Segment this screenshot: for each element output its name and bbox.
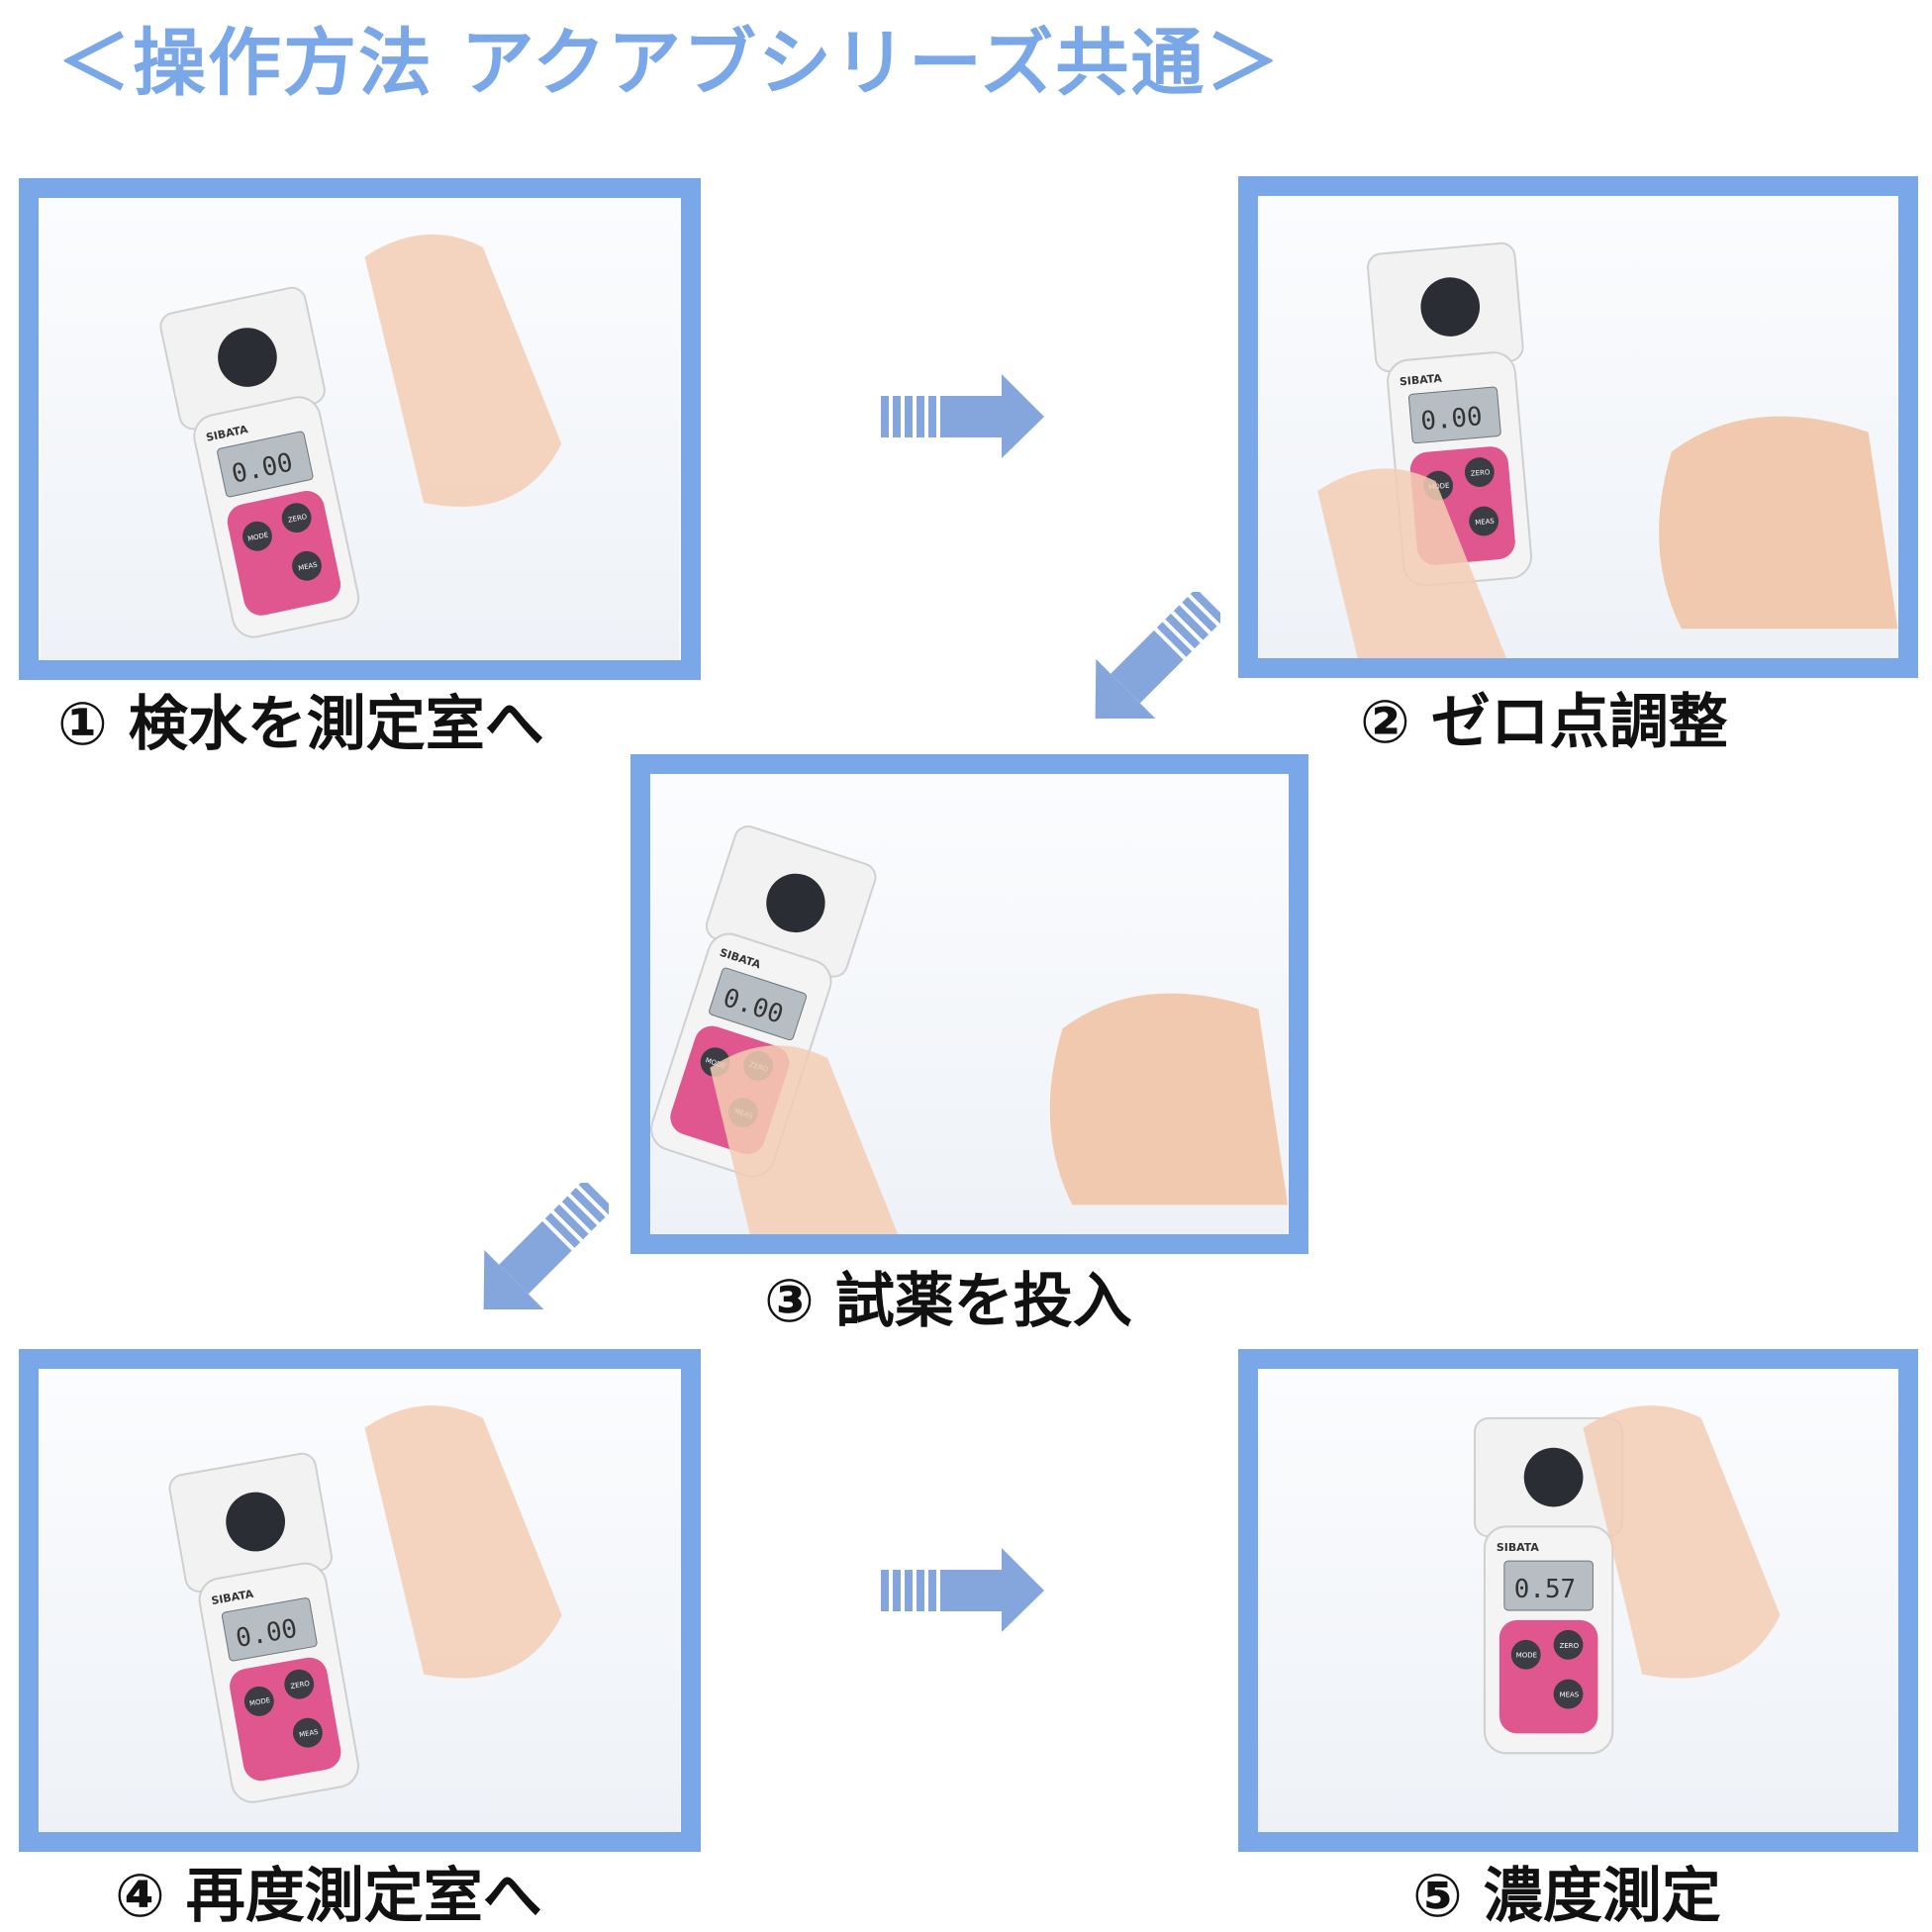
- svg-text:MEAS: MEAS: [1560, 1691, 1580, 1699]
- hand: [1583, 1405, 1781, 1679]
- hand: [710, 1045, 899, 1234]
- svg-text:MEAS: MEAS: [1475, 518, 1496, 528]
- water-meter: SIBATA 0.00 MODE ZERO MEAS: [159, 286, 360, 638]
- svg-text:SIBATA: SIBATA: [1399, 372, 1442, 389]
- svg-text:MODE: MODE: [1516, 1652, 1537, 1660]
- right-arrow-icon: [881, 374, 1044, 458]
- step-1-label: ① 検水を測定室へ: [57, 690, 544, 759]
- step-3-photo: SIBATA 0.00 MODE ZERO MEAS: [630, 754, 1308, 1254]
- device-illustration: SIBATA 0.00 MODE ZERO MEAS: [1258, 196, 1898, 658]
- step-1-photo: SIBATA 0.00 MODE ZERO MEAS: [19, 178, 701, 680]
- svg-text:ZERO: ZERO: [1471, 468, 1492, 478]
- svg-text:MEAS: MEAS: [299, 1728, 320, 1739]
- step-4-label: ④ 再度測定室へ: [115, 1862, 542, 1931]
- svg-text:0.00: 0.00: [1419, 402, 1484, 436]
- step-3-label: ③ 試薬を投入: [764, 1267, 1132, 1336]
- device-illustration: SIBATA 0.00 MODE ZERO MEAS: [39, 1369, 681, 1832]
- water-meter: SIBATA 0.00 MODE ZERO MEAS: [168, 1452, 359, 1803]
- svg-text:MODE: MODE: [1428, 482, 1450, 492]
- svg-text:0.57: 0.57: [1514, 1575, 1576, 1604]
- step-4-photo: SIBATA 0.00 MODE ZERO MEAS: [19, 1349, 701, 1852]
- hand: [1659, 416, 1898, 629]
- step-2-photo: SIBATA 0.00 MODE ZERO MEAS: [1238, 176, 1918, 678]
- svg-text:ZERO: ZERO: [1560, 1642, 1580, 1650]
- down-left-arrow-icon: [1095, 592, 1220, 719]
- device-illustration: SIBATA 0.00 MODE ZERO MEAS: [40, 198, 680, 660]
- hand: [364, 234, 562, 507]
- svg-text:ZERO: ZERO: [287, 513, 308, 525]
- device-illustration: SIBATA 0.00 MODE ZERO MEAS: [650, 774, 1289, 1234]
- hand: [1049, 993, 1289, 1206]
- hand: [1317, 468, 1506, 658]
- hand: [364, 1404, 562, 1679]
- right-arrow-icon: [881, 1548, 1044, 1632]
- down-left-arrow-icon: [483, 1183, 609, 1309]
- water-meter: SIBATA 0.57 MODE ZERO MEAS: [1473, 1416, 1624, 1755]
- device-illustration: SIBATA 0.57 MODE ZERO MEAS: [1258, 1369, 1898, 1832]
- svg-text:SIBATA: SIBATA: [1497, 1541, 1540, 1554]
- svg-text:MODE: MODE: [248, 1696, 270, 1708]
- step-5-label: ⑤ 濃度測定: [1412, 1862, 1721, 1931]
- svg-text:ZERO: ZERO: [290, 1680, 311, 1690]
- page-title: ＜操作方法 アクアブシリーズ共通＞: [57, 21, 1282, 106]
- step-5-photo: SIBATA 0.57 MODE ZERO MEAS: [1238, 1349, 1918, 1852]
- step-2-label: ② ゼロ点調整: [1360, 688, 1728, 757]
